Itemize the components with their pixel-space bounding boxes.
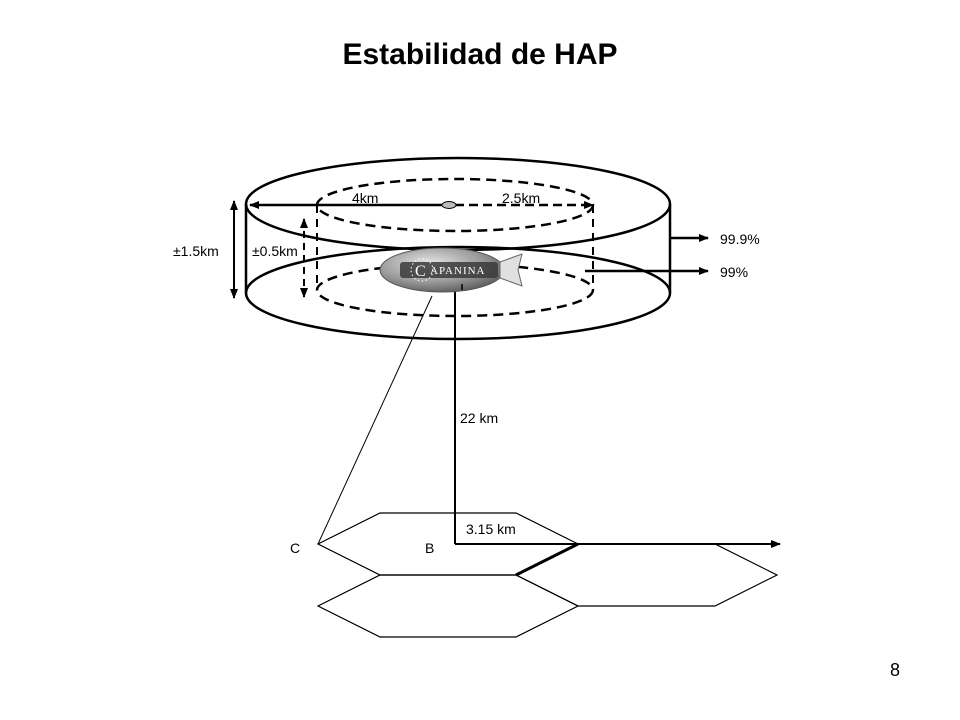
airship-logo-band (400, 262, 498, 278)
inner-height-label: ±0.5km (252, 243, 298, 259)
hexagon-cells (316, 512, 779, 638)
inner-radius-label: 2.5km (502, 190, 540, 206)
hexagon-cell-lower (316, 574, 580, 638)
page-number: 8 (889, 660, 900, 680)
outer-height-label: ±1.5km (173, 243, 219, 259)
inner-probability-label: 99% (720, 264, 748, 280)
hexagon-shared-edge (515, 542, 579, 577)
altitude-label: 22 km (460, 410, 498, 426)
outer-radius-label: 4km (352, 190, 378, 206)
slant-line-to-cell-c (317, 295, 433, 545)
outer-probability-label: 99.9% (720, 231, 760, 247)
airship-logo-cap: C (415, 263, 426, 280)
eu-stars-icon (410, 258, 434, 282)
cell-b-label: B (425, 540, 434, 556)
airship-tail (499, 253, 523, 287)
airship: C APANINA (379, 247, 523, 293)
center-point (441, 201, 457, 209)
cell-radius-label: 3.15 km (466, 521, 516, 537)
airship-logo-text: APANINA (430, 265, 486, 277)
page-title: Estabilidad de HAP (342, 38, 618, 71)
cell-c-label: C (290, 540, 300, 556)
hexagon-cell-right (514, 543, 779, 607)
